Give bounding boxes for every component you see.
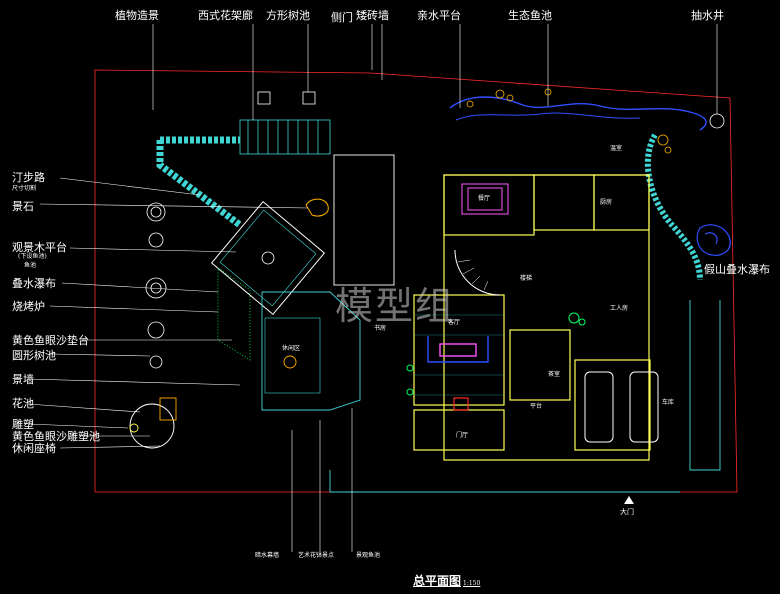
drawing-title-text: 总平面图 [413, 574, 462, 588]
round-tree-pools [145, 202, 167, 369]
west-garden-pad [264, 317, 321, 394]
dining-table-icon [461, 183, 509, 215]
room-label-kitchen: 厨房 [600, 199, 613, 206]
western-trellis-frame [239, 119, 331, 155]
label-waterfront-platform: 亲水平台 [417, 9, 461, 22]
garage-cars [584, 371, 659, 443]
square-tree-pool-2 [302, 91, 316, 105]
label-plant-landscape: 植物造景 [115, 9, 159, 22]
stepping-path-shape [156, 136, 243, 228]
label-viewing-deck: 观景木平台 [12, 241, 67, 254]
drawing-scale: 1:150 [463, 580, 481, 587]
room-label-dining: 餐厅 [478, 195, 491, 202]
feature-rock-shape [305, 198, 329, 217]
plaza-outline [261, 291, 361, 411]
living-room-furniture [427, 336, 489, 363]
label-feature-wall: 景墙 [12, 373, 34, 386]
label-leisure-seat: 休闲座椅 [12, 442, 56, 455]
west-wing [333, 154, 395, 286]
label-flower-pool: 花池 [12, 397, 34, 410]
label-low-brick-wall: 矮砖墙 [356, 9, 389, 22]
trellis-beams [247, 120, 319, 154]
shrub-markers [406, 312, 586, 396]
leader-lines [27, 24, 718, 552]
eco-fish-pond-outline [449, 96, 707, 131]
room-label-tea: 茶室 [548, 371, 561, 378]
label-square-tree-pool: 方形树池 [266, 9, 310, 22]
sculpture-pool-shape [129, 397, 177, 449]
right-stone-path [644, 133, 703, 281]
label-sculpture: 雕塑 [12, 418, 34, 431]
room-label-living: 客厅 [448, 319, 461, 326]
staircase-curve [454, 249, 501, 296]
label-sculpture-pool: 黄色鱼眼沙雕塑池 [12, 430, 100, 443]
pond-edge-2 [455, 112, 641, 121]
label-western-trellis: 西式花架廊 [198, 9, 253, 22]
watermark: 模型组 [335, 284, 456, 328]
water-well-icon [709, 113, 725, 129]
label-feature-rock: 景石 [12, 200, 34, 213]
label-viewing-deck-note-2: 鱼池 [24, 262, 37, 269]
living-floor-grid [414, 314, 504, 396]
rockery-waterfall-shape [696, 224, 731, 256]
entry-label: 大门 [620, 508, 634, 516]
room-label-garage: 车库 [662, 399, 675, 406]
label-sandstone-platform: 黄色鱼眼沙垫台 [12, 334, 89, 347]
room-label-leisure: 休闲区 [282, 345, 301, 352]
label-viewing-deck-note-1: (下设鱼池) [18, 253, 47, 260]
label-art-paving: 艺术花钵景点 [298, 552, 335, 559]
label-side-gate: 侧门 [331, 11, 353, 24]
label-stepping-path-note: 尺寸切割 [12, 185, 37, 192]
label-cascade: 叠水瀑布 [12, 277, 56, 290]
label-eco-fish-pond: 生态鱼池 [508, 9, 552, 22]
fountain-icon [283, 355, 297, 369]
label-rockery-waterfall: 假山叠水瀑布 [704, 263, 770, 276]
viewing-deck-shape [210, 200, 326, 316]
label-stepping-path: 汀步路 [12, 171, 45, 184]
label-round-tree-pool: 圆形树池 [12, 349, 56, 362]
label-dark-water-curtain: 暗水幕墙 [255, 552, 280, 559]
room-label-stairs: 楼梯 [520, 275, 533, 282]
room-label-platform: 平台 [530, 403, 543, 410]
south-perimeter-wall [329, 470, 680, 493]
room-label-foyer: 门厅 [456, 432, 469, 439]
label-bbq-stove: 烧烤炉 [12, 300, 45, 313]
room-label-greenhouse: 温室 [610, 145, 623, 152]
room-label-study: 书房 [374, 325, 387, 332]
label-koi-pond: 景观鱼池 [356, 552, 381, 559]
pond-stones [466, 88, 672, 154]
room-label-servant: 工人房 [610, 305, 629, 312]
east-perimeter-wall [689, 300, 721, 471]
label-water-well: 抽水井 [691, 9, 724, 22]
stair-steps [457, 259, 489, 291]
vegetation-zone [217, 267, 251, 361]
entrance-arrow-icon [624, 496, 634, 504]
square-tree-pool-1 [257, 91, 271, 105]
fireplace-marker [453, 397, 469, 411]
